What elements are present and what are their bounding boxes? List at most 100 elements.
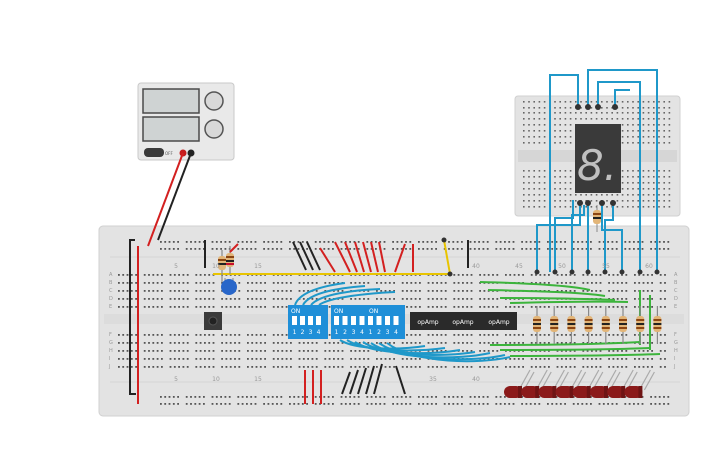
col-label-5-bot: 5 <box>174 376 178 383</box>
row-label-a-right: A <box>674 272 678 278</box>
voltage-knob[interactable] <box>204 91 224 111</box>
col-label-10-bot: 10 <box>212 376 220 383</box>
row-label-a-left: A <box>109 272 113 278</box>
push-button[interactable] <box>204 312 222 330</box>
red-led[interactable] <box>624 369 655 398</box>
dip8-on-label-2: ON <box>369 308 378 315</box>
row-label-b-right: B <box>674 280 678 286</box>
pullup-resistor[interactable] <box>218 243 239 282</box>
dip8-number: 2 <box>343 329 347 336</box>
led-bank[interactable] <box>504 369 655 398</box>
seven-segment-display[interactable]: 8. <box>575 104 621 232</box>
dip4-number: 1 <box>293 329 297 336</box>
opamp-chip-1[interactable]: opAmp <box>410 312 446 330</box>
col-label-35-bot: 35 <box>429 376 437 383</box>
red-led[interactable] <box>590 369 621 398</box>
dip8-toggle[interactable] <box>368 316 373 325</box>
opamp-chip-3[interactable]: opAmp <box>481 312 517 330</box>
led-resistor[interactable] <box>653 306 662 344</box>
supply-wires <box>129 152 192 404</box>
dip8-on-label-1: ON <box>334 308 343 315</box>
power-supply[interactable]: OFF <box>137 82 235 161</box>
current-knob[interactable] <box>204 119 224 139</box>
dip8-number: 3 <box>386 329 390 336</box>
col-label-5-top: 5 <box>174 263 178 270</box>
col-label-15-top: 15 <box>254 263 262 270</box>
dip8-number: 1 <box>369 329 373 336</box>
led-resistor[interactable] <box>636 306 645 344</box>
col-label-40-bot: 40 <box>472 376 480 383</box>
row-label-h-right: H <box>674 348 678 354</box>
dip4-toggle[interactable] <box>316 316 321 325</box>
dip8-toggle[interactable] <box>385 316 390 325</box>
dip8-number: 1 <box>335 329 339 336</box>
row-label-i-left: I <box>109 356 110 362</box>
led-resistor[interactable] <box>601 306 610 344</box>
row-label-d-right: D <box>674 296 678 302</box>
dip8-number: 2 <box>377 329 381 336</box>
row-label-b-left: B <box>109 280 113 286</box>
dip8-number: 4 <box>360 329 364 336</box>
dip8-toggle[interactable] <box>334 316 339 325</box>
dip4-number: 2 <box>301 329 305 336</box>
opamp-label-1: opAmp <box>417 319 438 326</box>
row-label-e-left: E <box>109 304 112 310</box>
row-label-h-left: H <box>109 348 113 354</box>
red-wires-lower <box>304 370 322 404</box>
column-labels: 5 10 15 40 45 50 55 60 5 10 15 35 40 <box>174 263 653 383</box>
dip8-toggle[interactable] <box>393 316 399 325</box>
dip4-number: 4 <box>317 329 321 336</box>
row-label-g-left: G <box>109 340 113 346</box>
row-label-j-right: J <box>673 364 675 370</box>
row-labels: A B C D E F G H I J A B C D E F G H I J <box>108 272 678 370</box>
dip8-toggle[interactable] <box>342 316 348 325</box>
green-wires <box>479 281 661 357</box>
blue-wires-lower <box>294 282 511 363</box>
dip4-toggle[interactable] <box>300 316 305 325</box>
row-label-i-right: I <box>674 356 675 362</box>
opamp-label-2: opAmp <box>452 319 473 326</box>
top-rail-jumpers <box>204 240 469 273</box>
col-label-15-bot: 15 <box>254 376 262 383</box>
dip8-number: 4 <box>394 329 398 336</box>
dip4-on-label: ON <box>291 308 300 315</box>
col-label-50-top: 50 <box>558 263 566 270</box>
led-resistor[interactable] <box>619 306 627 344</box>
capacitor[interactable] <box>221 278 237 295</box>
power-switch[interactable] <box>144 148 164 157</box>
row-label-e-right: E <box>674 304 677 310</box>
dip4-toggle[interactable] <box>292 316 297 325</box>
row-label-d-left: D <box>109 296 113 302</box>
col-label-55-top: 55 <box>602 263 610 270</box>
col-label-45-top: 45 <box>515 263 523 270</box>
opamp-chip-2[interactable]: opAmp <box>446 312 481 330</box>
col-label-60-top: 60 <box>645 263 653 270</box>
dip8-toggle[interactable] <box>351 316 356 325</box>
wire-endpoints <box>534 269 660 275</box>
dip8-toggle[interactable] <box>359 316 365 325</box>
col-label-40-top: 40 <box>472 263 480 270</box>
row-label-f-left: F <box>109 332 112 338</box>
led-resistor[interactable] <box>550 306 559 344</box>
red-led[interactable] <box>538 369 569 398</box>
col-label-10-top: 10 <box>212 263 220 270</box>
yellow-wire <box>213 237 453 277</box>
black-wires-lower <box>341 363 406 395</box>
power-switch-label: OFF <box>165 151 173 156</box>
row-label-c-right: C <box>674 288 678 294</box>
seven-segment-digit: 8. <box>577 141 617 190</box>
dip4-number: 3 <box>309 329 313 336</box>
led-resistor[interactable] <box>567 306 576 344</box>
row-label-c-left: C <box>109 288 113 294</box>
dip4-toggle[interactable] <box>308 316 313 325</box>
dip8-toggle[interactable] <box>376 316 382 325</box>
led-resistor[interactable] <box>584 306 593 344</box>
row-label-g-right: G <box>674 340 678 346</box>
blue-wires-display <box>536 69 658 272</box>
led-resistor[interactable] <box>533 306 541 344</box>
row-label-j-left: J <box>108 364 110 370</box>
resistor-bank[interactable] <box>533 306 662 344</box>
